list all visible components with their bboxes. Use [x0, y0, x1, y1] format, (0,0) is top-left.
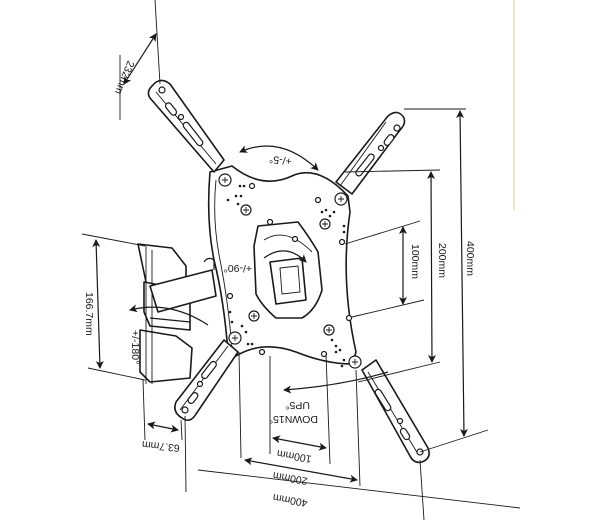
label-pan: +/-180° [129, 330, 141, 364]
vesa-plate [207, 165, 362, 369]
screw-icon [218, 173, 362, 369]
label-rotation: +/-90° [224, 262, 252, 274]
page-edge-line [513, 0, 515, 210]
label-63-7mm: 63.7mm [141, 438, 180, 454]
bracket-arm-top-left [147, 79, 225, 173]
label-tilt-down: DOWN15° [269, 413, 318, 425]
label-166-7mm: 166.7mm [83, 292, 95, 336]
label-400mm-horizontal: 400mm [272, 491, 309, 509]
wall-plate [137, 243, 217, 384]
label-232mm: 232mm [112, 59, 136, 96]
bracket-arm-bottom-left [174, 339, 239, 422]
dimension-vertical-right: 100mm 200mm 400mm [344, 108, 489, 453]
label-400mm-vertical: 400mm [464, 241, 476, 276]
swivel-indicator: +/-5° [239, 145, 319, 171]
label-200mm-horizontal: 200mm [272, 469, 309, 487]
arm-hook [203, 257, 215, 270]
label-100mm-horizontal: 100mm [276, 447, 313, 465]
label-tilt-up: UP5° [285, 399, 310, 411]
label-200mm-vertical: 200mm [436, 243, 448, 278]
label-100mm-vertical: 100mm [409, 244, 421, 279]
label-swivel: +/-5° [269, 153, 293, 167]
rotation-indicator: +/-90° [224, 250, 307, 274]
bracket-arm-bottom-right [361, 359, 430, 464]
dimension-63-7mm: 63.7mm [141, 379, 183, 454]
tilt-indicator: UP5° DOWN15° [269, 371, 389, 425]
bracket-arm-top-right [335, 111, 406, 195]
pan-indicator: +/-180° [129, 304, 209, 364]
dimension-166-7mm: 166.7mm [81, 233, 146, 381]
